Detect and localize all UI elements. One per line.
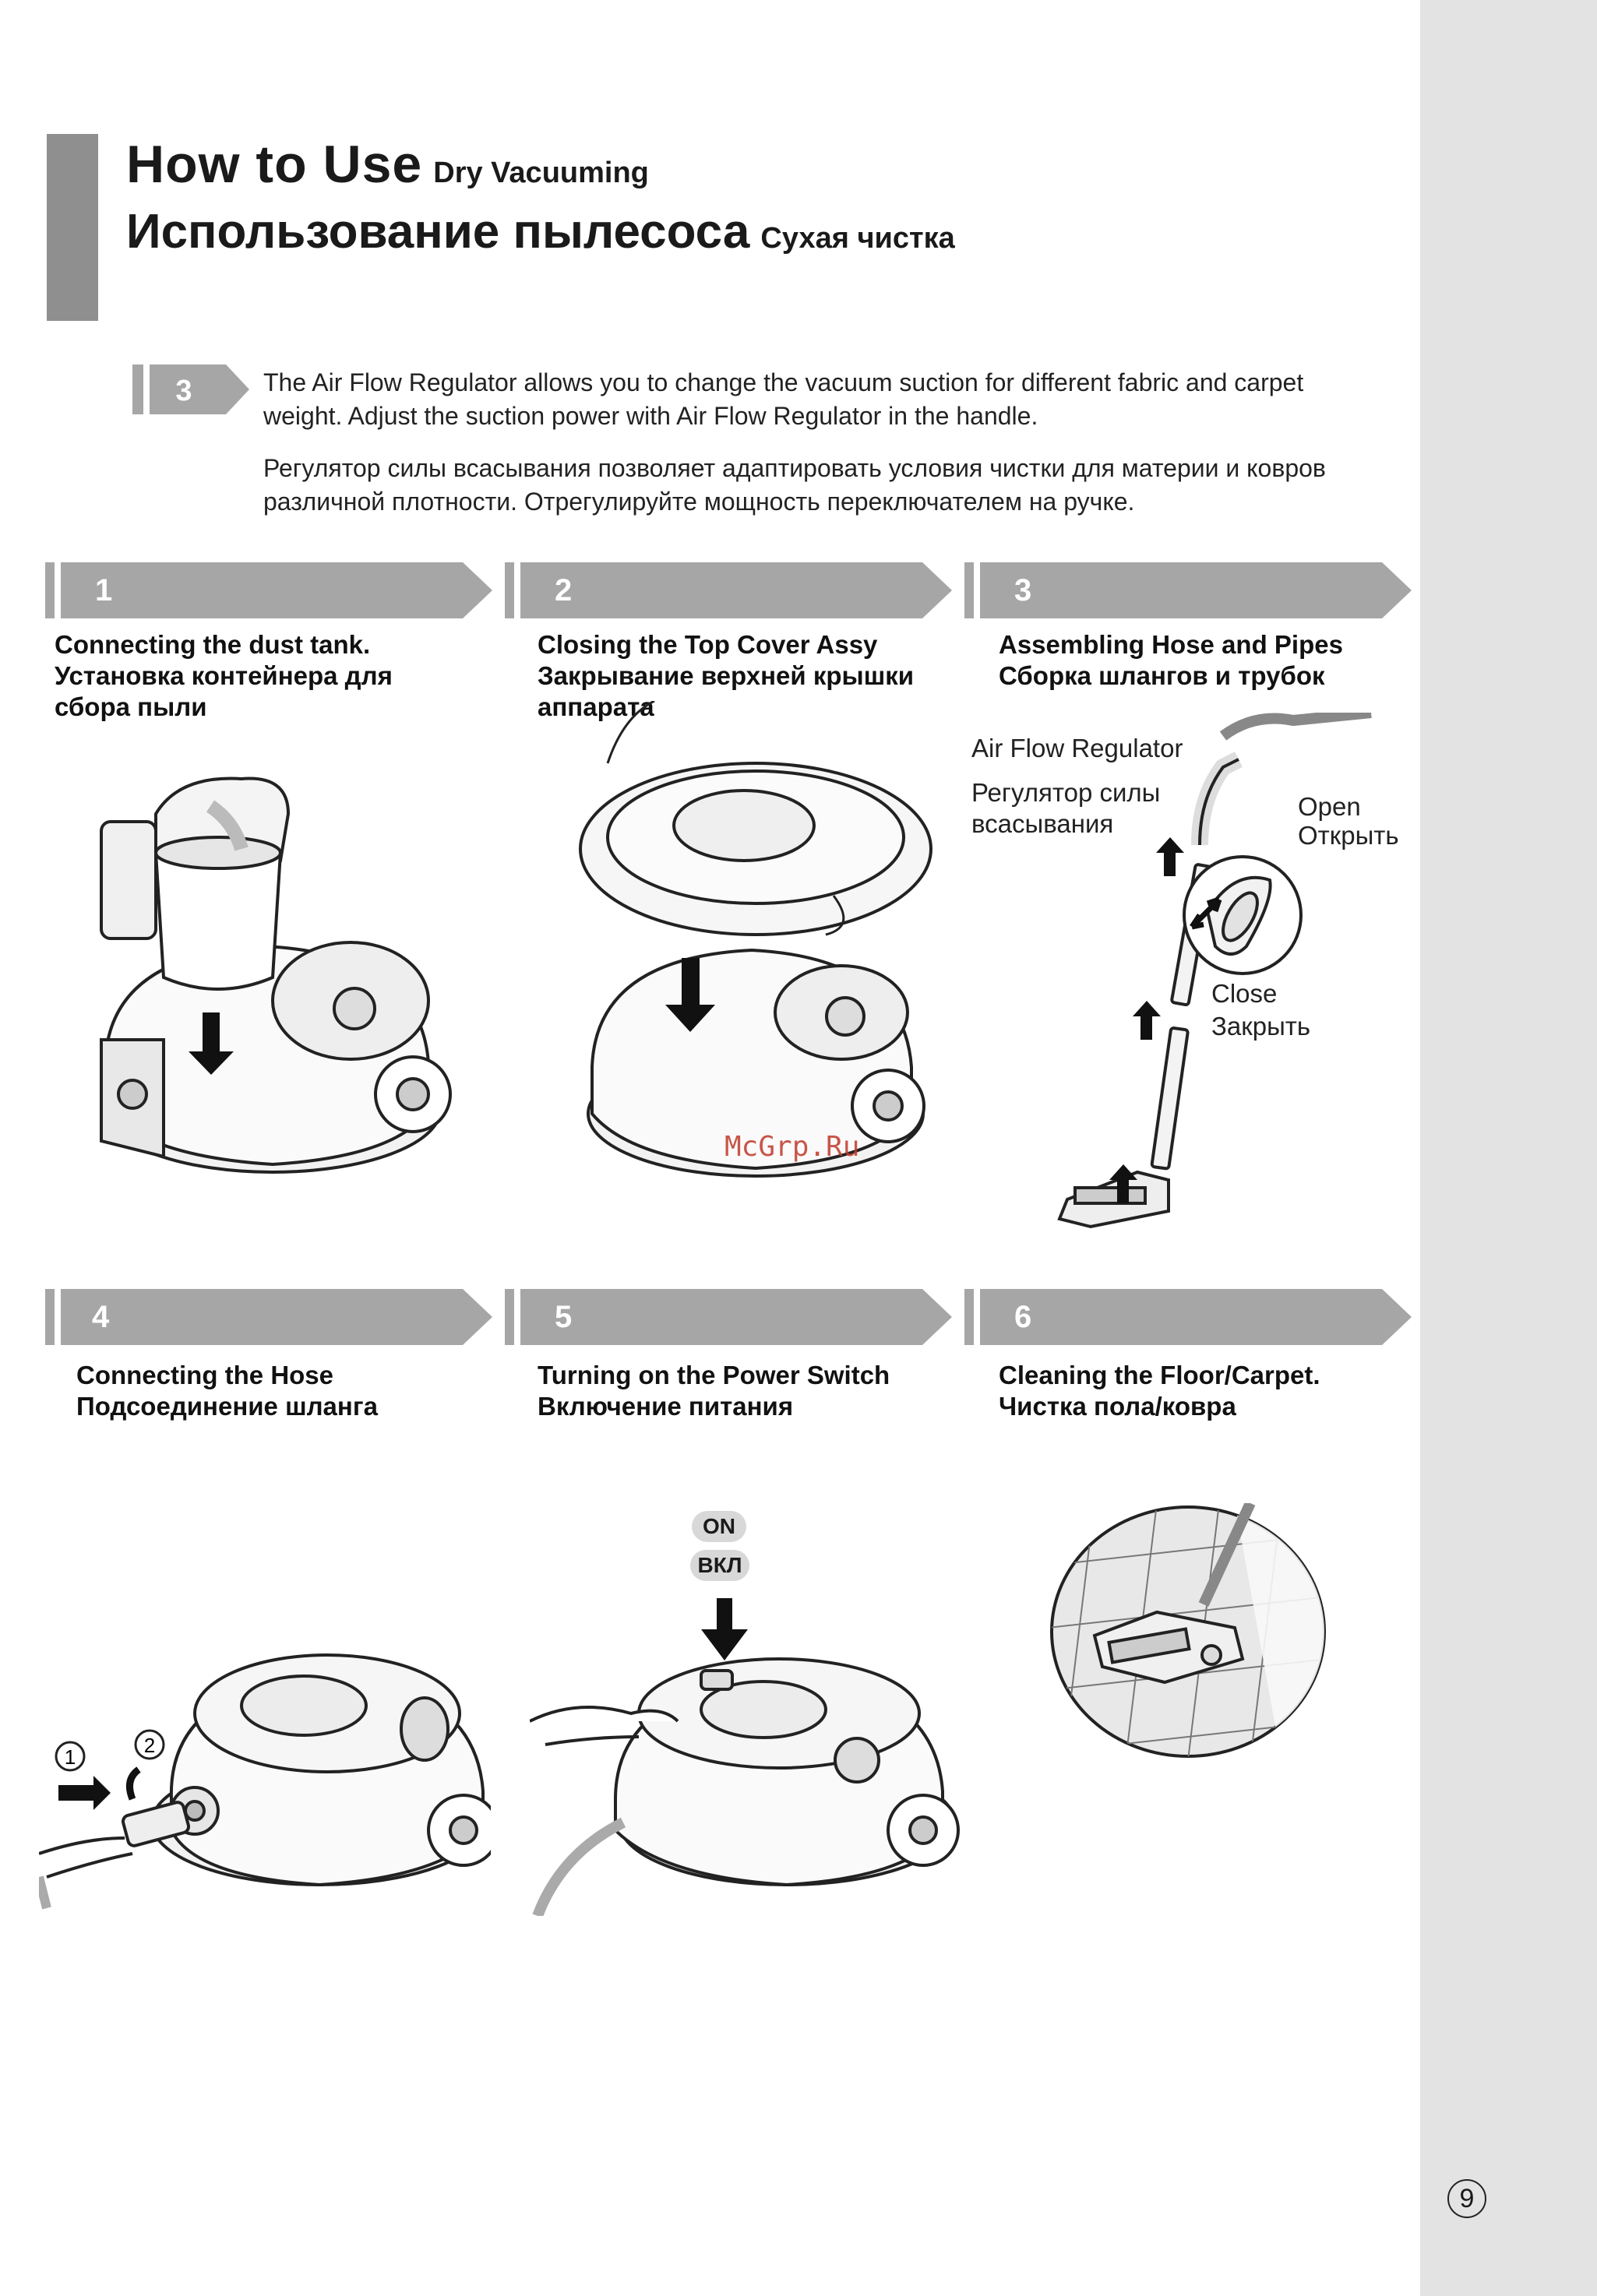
title-ru: Использование пылесоса: [126, 205, 750, 259]
illustration-hose-pipes: [1057, 713, 1372, 1229]
side-margin-band: [1420, 0, 1597, 2296]
watermark: McGrp.Ru: [724, 1131, 860, 1163]
illustration-floor-cleaning: [1050, 1503, 1326, 1758]
open-label-ru: Открыть: [1298, 821, 1399, 850]
step-number-6: 6: [1014, 1300, 1032, 1334]
step-number-3: 3: [1014, 573, 1032, 607]
note-text-ru: Регулятор силы всасывания позволяет адап…: [263, 452, 1401, 519]
page-number: 9: [1447, 2179, 1486, 2218]
step-title-2: Closing the Top Cover Assy Закрывание ве…: [538, 629, 914, 723]
step5-line2: Включение питания: [538, 1392, 794, 1421]
step-number-1: 1: [95, 573, 113, 607]
step2-line1: Closing the Top Cover Assy: [538, 630, 878, 659]
page-title-ru: Использование пылесоса Сухая чистка: [126, 204, 955, 259]
step3-line1: Assembling Hose and Pipes: [999, 630, 1343, 659]
step3-line2: Сборка шлангов и трубок: [999, 661, 1325, 690]
step-number-5: 5: [555, 1300, 573, 1334]
step-bar-5: [505, 1289, 952, 1345]
close-label-en: Close: [1211, 979, 1278, 1008]
on-badge-ru: ВКЛ: [690, 1550, 749, 1581]
airflow-regulator-label: Air Flow Regulator: [971, 734, 1183, 762]
step-bar-3: [964, 562, 1412, 618]
step-number-2: 2: [555, 573, 573, 607]
step-title-4: Connecting the Hose Подсоединение шланга: [76, 1360, 378, 1422]
step-title-6: Cleaning the Floor/Carpet. Чистка пола/к…: [999, 1360, 1320, 1422]
step-bar-1: [45, 562, 492, 618]
step1-line2: Установка контейнера для: [55, 661, 393, 690]
step5-line1: Turning on the Power Switch: [538, 1361, 890, 1389]
circle-label-1: 1: [65, 1745, 76, 1769]
page-title-en: How to Use Dry Vacuuming: [126, 134, 649, 195]
airflow-regulator-label-ru-1: Регулятор силы: [971, 778, 1161, 807]
step1-line1: Connecting the dust tank.: [55, 630, 371, 659]
step-title-5: Turning on the Power Switch Включение пи…: [538, 1360, 890, 1422]
note-number: 3: [175, 375, 192, 407]
step-bar-6: [964, 1289, 1412, 1345]
illustration-connect-hose: 1 2: [39, 1653, 491, 1910]
illustration-dust-tank: [100, 776, 452, 1174]
on-badge: ON: [692, 1511, 746, 1542]
step-bar-4: [45, 1289, 492, 1345]
step6-line1: Cleaning the Floor/Carpet.: [999, 1361, 1320, 1389]
note-number-tag: 3: [132, 364, 249, 414]
step-title-3: Assembling Hose and Pipes Сборка шлангов…: [999, 629, 1343, 692]
step-bar-2: [505, 562, 952, 618]
note-ru-line2: различной плотности. Отрегулируйте мощно…: [263, 488, 1135, 516]
step2-line2: Закрывание верхней крышки: [538, 661, 915, 690]
note-text-en: The Air Flow Regulator allows you to cha…: [263, 366, 1401, 433]
subtitle-ru: Сухая чистка: [760, 222, 955, 255]
close-label-ru: Закрыть: [1211, 1012, 1311, 1041]
step1-line3: сбора пыли: [55, 692, 207, 721]
subtitle-en: Dry Vacuuming: [433, 157, 649, 189]
airflow-regulator-label-ru-2: всасывания: [971, 809, 1114, 838]
title-en: How to Use: [126, 135, 423, 194]
illustration-top-cover: [579, 701, 932, 1178]
title-accent-bar: [47, 134, 98, 321]
open-label-en: Open: [1298, 792, 1361, 821]
step6-line2: Чистка пола/ковра: [999, 1392, 1236, 1421]
step4-line2: Подсоединение шланга: [76, 1392, 378, 1421]
note-ru-line1: Регулятор силы всасывания позволяет адап…: [263, 454, 1326, 482]
note-en-line1: The Air Flow Regulator allows you to cha…: [263, 368, 1304, 396]
note-en-line2: weight. Adjust the suction power with Ai…: [263, 402, 1038, 430]
step-number-4: 4: [92, 1300, 110, 1334]
illustration-power-switch: [530, 1598, 960, 1916]
circle-label-2: 2: [144, 1734, 155, 1757]
step-title-1: Connecting the dust tank. Установка конт…: [55, 629, 393, 723]
step4-line1: Connecting the Hose: [76, 1361, 334, 1389]
